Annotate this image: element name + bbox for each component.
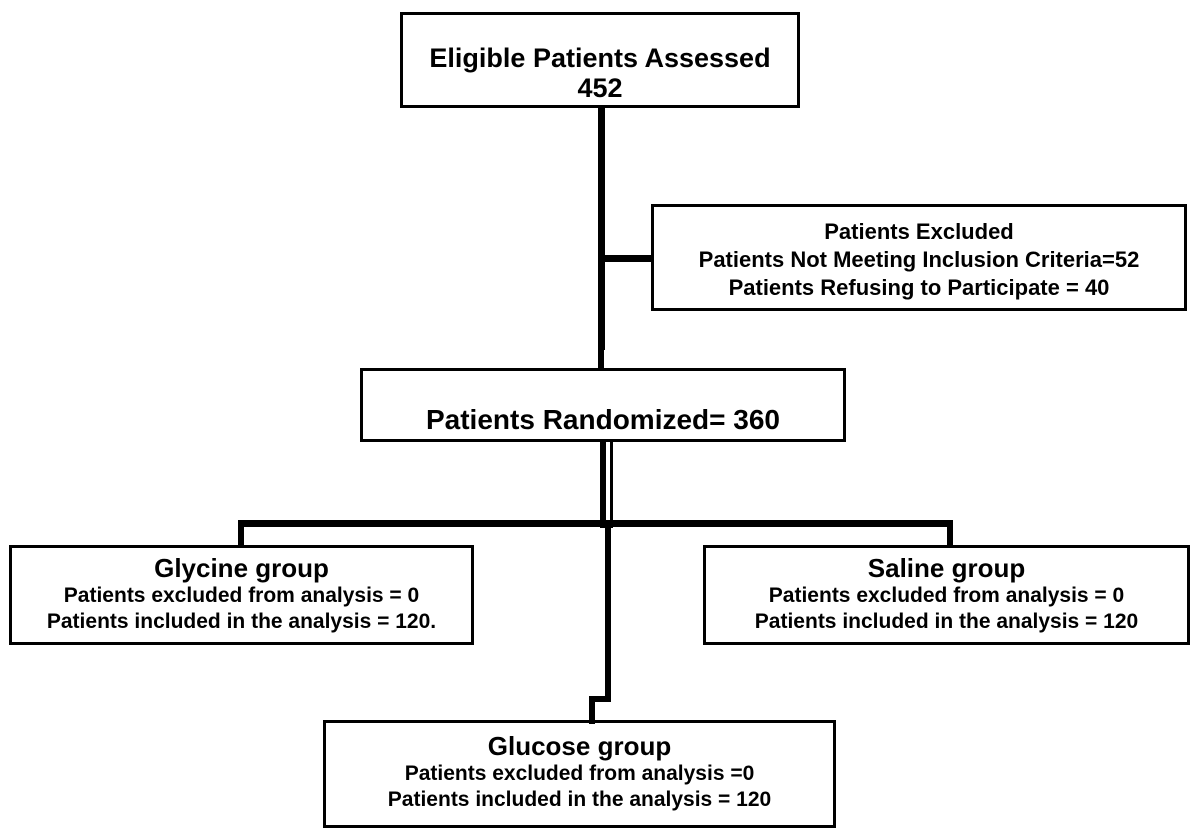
connector-stem-to-glucose-lower — [589, 696, 595, 724]
connector-trunk-lower — [598, 345, 604, 371]
node-saline-content: Saline group Patients excluded from anal… — [706, 553, 1187, 634]
node-glycine-title: Glycine group — [154, 553, 329, 583]
connector-eligible-to-randomized — [598, 100, 605, 350]
node-glucose-line-1: Patients excluded from analysis =0 — [404, 762, 755, 786]
connector-branch-to-excluded — [601, 255, 654, 262]
node-excluded-line-3: Patients Refusing to Participate = 40 — [728, 275, 1110, 301]
node-excluded-line-1: Patients Excluded — [824, 219, 1014, 244]
node-saline-title: Saline group — [867, 553, 1026, 583]
connector-randomized-stem-secondary — [610, 440, 613, 528]
node-glucose-title: Glucose group — [487, 731, 672, 761]
connector-jog-horizontal — [589, 696, 611, 702]
connector-allocation-bar — [238, 520, 953, 527]
node-glycine-content: Glycine group Patients excluded from ana… — [12, 553, 471, 634]
node-excluded-content: Patients Excluded Patients Not Meeting I… — [654, 218, 1184, 302]
node-glycine-group: Glycine group Patients excluded from ana… — [9, 545, 474, 645]
node-glucose-line-2: Patients included in the analysis = 120 — [387, 787, 772, 811]
node-saline-group: Saline group Patients excluded from anal… — [703, 545, 1190, 645]
node-eligible-patients-assessed: Eligible Patients Assessed 452 — [400, 12, 800, 108]
node-saline-line-2: Patients included in the analysis = 120 — [754, 609, 1139, 633]
node-glucose-content: Glucose group Patients excluded from ana… — [326, 731, 833, 812]
node-glycine-line-1: Patients excluded from analysis = 0 — [63, 584, 420, 608]
connector-drop-to-glycine — [238, 520, 244, 548]
node-eligible-content: Eligible Patients Assessed 452 — [403, 43, 797, 103]
node-patients-randomized: Patients Randomized= 360 — [360, 368, 846, 442]
node-patients-excluded: Patients Excluded Patients Not Meeting I… — [651, 204, 1187, 311]
node-randomized-content: Patients Randomized= 360 — [363, 404, 843, 435]
connector-drop-to-saline — [947, 520, 953, 548]
node-glucose-group: Glucose group Patients excluded from ana… — [323, 720, 836, 828]
node-saline-line-1: Patients excluded from analysis = 0 — [768, 584, 1125, 608]
connector-stem-to-glucose — [605, 524, 611, 702]
node-glycine-line-2: Patients included in the analysis = 120. — [46, 609, 437, 633]
node-eligible-title: Eligible Patients Assessed — [429, 43, 771, 73]
node-excluded-line-2: Patients Not Meeting Inclusion Criteria=… — [698, 247, 1140, 273]
node-randomized-title: Patients Randomized= 360 — [425, 404, 780, 435]
connector-randomized-stem-primary — [600, 440, 606, 528]
node-eligible-count: 452 — [577, 73, 623, 104]
